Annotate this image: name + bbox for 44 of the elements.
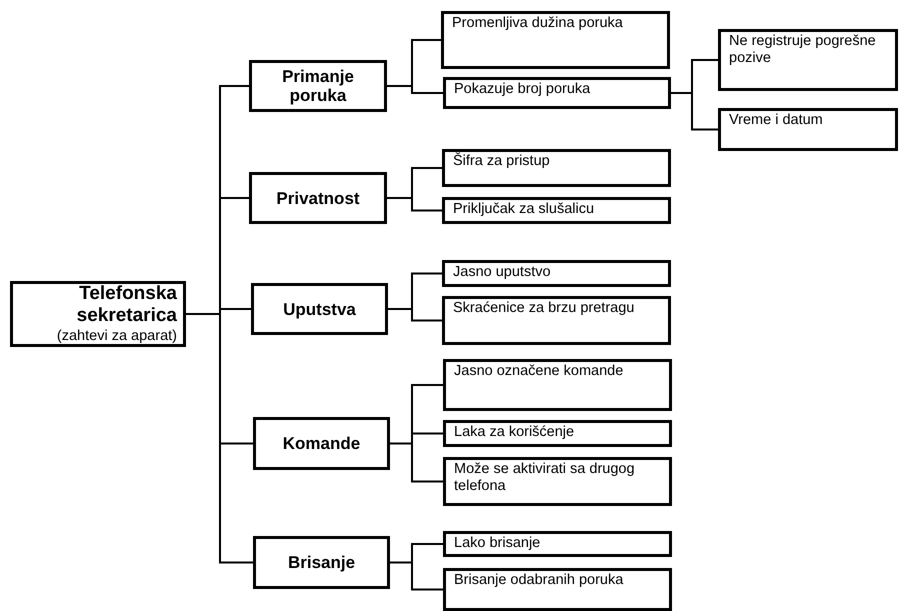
requirement-box [443,531,672,557]
connector-line [671,92,718,130]
node-label: Skraćenice za brzu pretragu [453,300,636,317]
requirement-box [443,359,672,411]
connector-line [186,313,253,564]
root-box [10,281,186,347]
requirement-box [443,457,672,506]
requirement-box [442,296,671,345]
category-box [253,417,390,470]
node-label: Komande [282,434,360,453]
requirement-box [442,260,671,287]
node-label: Telefonska sekretarica [76,283,177,327]
node-label: Promenljiva dužina poruka [452,15,624,32]
requirement-box [718,108,898,151]
requirement-box [443,568,672,611]
requirement-box [718,29,898,91]
node-label: Ne registruje pogrešne pozive [729,33,877,67]
node-label: Primanje poruka [281,67,355,105]
node-label: Jasno uputstvo [453,264,552,281]
node-subtitle: (zahtevi za aparat) [56,327,177,345]
node-label: Priključak za slušalicu [453,201,596,218]
node-label: Brisanje [288,553,356,572]
requirement-box [443,77,671,109]
node-label: Lako brisanje [454,535,542,552]
category-box [253,536,390,589]
node-label: Uputstva [283,300,356,318]
connector-line [387,197,442,212]
node-label: Pokazuje broj poruka [454,81,592,98]
requirement-box [441,11,670,69]
node-label: Vreme i datum [729,112,824,129]
node-label: Privatnost [276,188,360,208]
node-label: Brisanje odabranih poruka [454,572,624,589]
category-box [249,60,387,112]
requirement-box [442,149,671,187]
requirement-box [443,420,672,447]
node-label: Jasno označene komande [454,363,624,380]
category-box [249,172,387,224]
requirement-box [442,197,671,224]
node-label: Može se aktivirati sa drugog telefona [454,461,636,495]
connector-line [387,85,443,94]
node-label: Šifra za pristup [453,153,551,170]
connector-line [388,308,442,322]
category-box [251,283,388,335]
node-label: Laka za korišćenje [454,424,576,441]
